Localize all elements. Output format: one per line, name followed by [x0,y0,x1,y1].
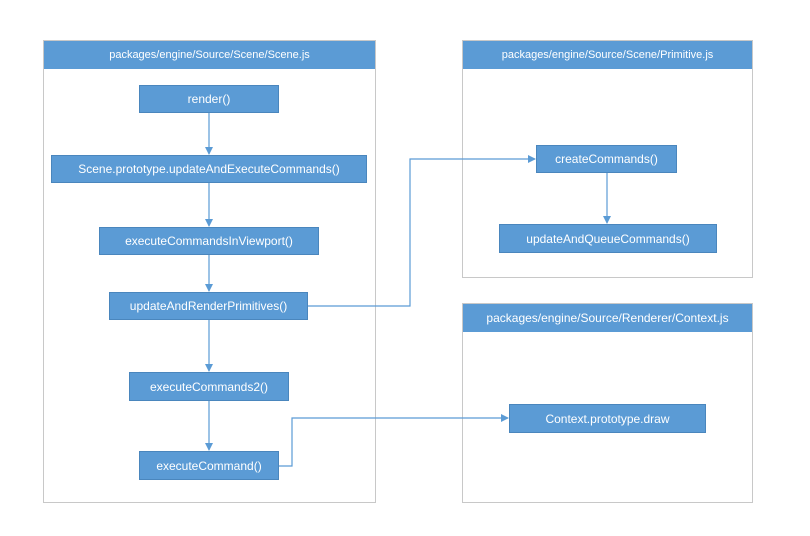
node-render: render() [139,85,279,113]
node-context-prototype-draw: Context.prototype.draw [509,404,706,433]
node-update-and-execute-commands: Scene.prototype.updateAndExecuteCommands… [51,155,367,183]
context-js-container: packages/engine/Source/Renderer/Context.… [462,303,753,503]
node-update-and-queue-commands: updateAndQueueCommands() [499,224,717,253]
context-js-header: packages/engine/Source/Renderer/Context.… [463,304,752,332]
node-create-commands: createCommands() [536,145,677,173]
scene-js-header: packages/engine/Source/Scene/Scene.js [44,41,375,69]
node-execute-commands2: executeCommands2() [129,372,289,401]
node-update-and-render-primitives: updateAndRenderPrimitives() [109,292,308,320]
node-execute-command: executeCommand() [139,451,279,480]
node-execute-commands-in-viewport: executeCommandsInViewport() [99,227,319,255]
primitive-js-header: packages/engine/Source/Scene/Primitive.j… [463,41,752,69]
